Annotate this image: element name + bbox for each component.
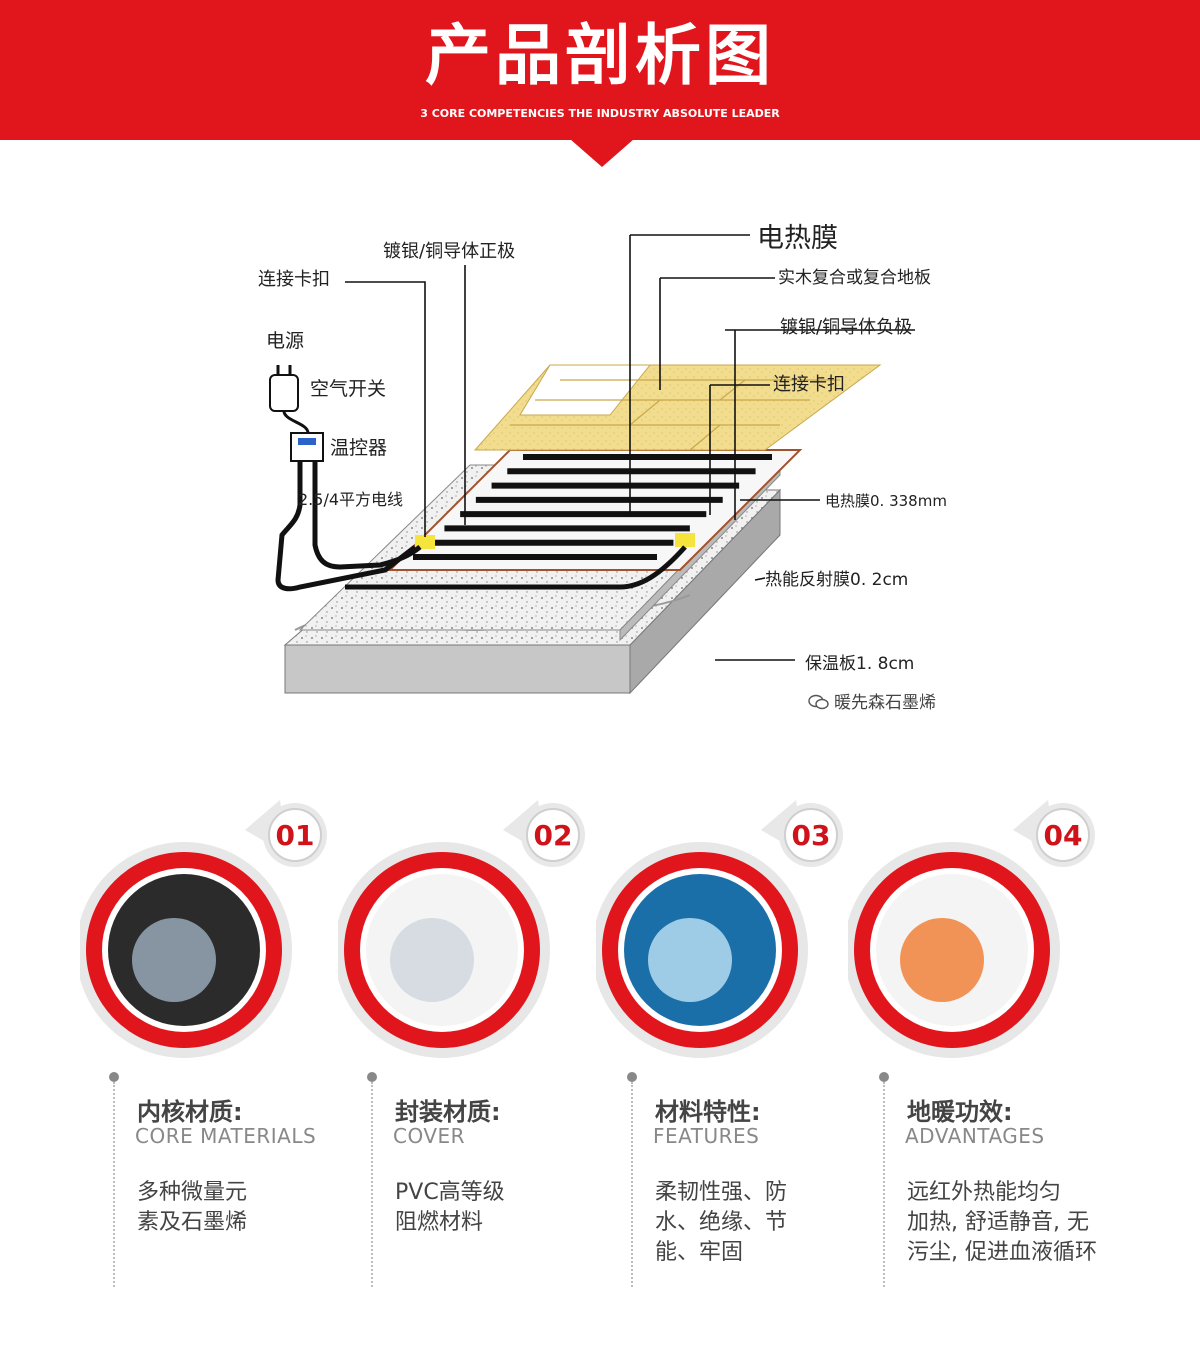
electric-heating-film xyxy=(387,449,803,571)
feature-description: 柔韧性强、防水、绝缘、节能、牢固 xyxy=(655,1178,885,1268)
feature-number: 01 xyxy=(276,819,315,852)
diagram-watermark: 暖先森石墨烯 xyxy=(808,688,936,713)
feature-title: 封装材质: xyxy=(395,1098,501,1126)
feature-card-04: 04 地暖功效:ADVANTAGES 远红外热能均匀加热, 舒适静音, 无污尘, 促… xyxy=(848,770,1137,1290)
feature-description-line: 能、牢固 xyxy=(655,1240,744,1265)
label-floor: 实木复合或复合地板 xyxy=(778,268,931,288)
label-thermostat: 温控器 xyxy=(330,437,387,459)
wood-floor xyxy=(473,364,882,451)
label-wire: 2.5/4平方电线 xyxy=(298,490,403,509)
bullet-dot xyxy=(627,1072,637,1082)
bullet-dot xyxy=(879,1072,889,1082)
feature-description-line: PVC高等级 xyxy=(395,1180,505,1205)
dotted-divider xyxy=(883,1082,885,1287)
label-film-thickness: 电热膜0. 338mm xyxy=(825,492,947,510)
feature-badge-02: 02 xyxy=(338,800,585,1058)
feature-card-03: 03 材料特性:FEATURES 柔韧性强、防水、绝缘、节能、牢固 xyxy=(596,770,885,1290)
dotted-divider xyxy=(371,1082,373,1287)
product-cross-section-diagram: 电源 空气开关 温控器 2.5/4平方电线 连接卡扣 镀银/铜导体正极 电热膜 … xyxy=(258,223,947,695)
feature-description-line: 柔韧性强、防 xyxy=(655,1180,788,1205)
page-title: 产品剖析图 xyxy=(425,17,775,94)
feature-english-title: COVER xyxy=(393,1124,466,1148)
feature-english-title: CORE MATERIALS xyxy=(135,1124,317,1148)
feature-english-title: FEATURES xyxy=(653,1124,760,1148)
bullet-dot xyxy=(109,1072,119,1082)
feature-description: 多种微量元素及石墨烯 xyxy=(137,1178,367,1238)
leader-lines xyxy=(345,234,915,661)
feature-description-line: 远红外热能均匀 xyxy=(907,1180,1062,1205)
label-power: 电源 xyxy=(266,330,304,352)
label-negative: 镀银/铜导体负极 xyxy=(780,317,912,338)
bullet-dot xyxy=(367,1072,377,1082)
label-film-title: 电热膜 xyxy=(757,223,838,254)
feature-english-title: ADVANTAGES xyxy=(905,1124,1045,1148)
feature-card-02: 02 封装材质:COVER PVC高等级阻燃材料 xyxy=(338,770,625,1290)
feature-description-line: 多种微量元 xyxy=(137,1180,248,1205)
label-reflect: 热能反射膜0. 2cm xyxy=(765,570,908,590)
power-wiring xyxy=(269,365,687,592)
thermostat-icon xyxy=(290,432,324,462)
label-clip-right: 连接卡扣 xyxy=(773,374,845,395)
feature-card-01: 01 内核材质:CORE MATERIALS 多种微量元素及石墨烯 xyxy=(80,770,367,1290)
watermark-text: 暖先森石墨烯 xyxy=(834,693,936,713)
feature-description-line: 水、绝缘、节 xyxy=(655,1210,788,1235)
label-breaker: 空气开关 xyxy=(310,378,386,400)
feature-description-line: 污尘, 促进血液循环 xyxy=(907,1240,1097,1265)
header-notch xyxy=(570,139,634,167)
label-clip-left: 连接卡扣 xyxy=(258,269,330,290)
power-plug-icon xyxy=(269,374,299,412)
feature-badge-01: 01 xyxy=(80,800,327,1058)
feature-description-line: 阻燃材料 xyxy=(395,1210,484,1235)
page-subtitle: 3 CORE COMPETENCIES THE INDUSTRY ABSOLUT… xyxy=(420,107,780,120)
feature-badge-03: 03 xyxy=(596,800,843,1058)
connection-clip-right xyxy=(675,533,695,547)
feature-number: 03 xyxy=(792,819,831,852)
dotted-divider xyxy=(113,1082,115,1287)
feature-description: 远红外热能均匀加热, 舒适静音, 无污尘, 促进血液循环 xyxy=(907,1178,1137,1268)
feature-description-line: 加热, 舒适静音, 无 xyxy=(907,1210,1089,1235)
label-positive: 镀银/铜导体正极 xyxy=(383,241,515,262)
feature-title: 地暖功效: xyxy=(907,1098,1013,1126)
connection-clip-left xyxy=(415,535,435,549)
header-banner xyxy=(0,0,1200,140)
feature-title: 材料特性: xyxy=(655,1098,761,1126)
label-insulation: 保温板1. 8cm xyxy=(805,654,914,674)
feature-number: 04 xyxy=(1044,819,1083,852)
feature-description: PVC高等级阻燃材料 xyxy=(395,1178,625,1238)
wechat-icon xyxy=(808,694,829,710)
feature-title: 内核材质: xyxy=(137,1098,243,1126)
dotted-divider xyxy=(631,1082,633,1287)
feature-badge-04: 04 xyxy=(848,800,1095,1058)
feature-description-line: 素及石墨烯 xyxy=(137,1210,248,1235)
feature-number: 02 xyxy=(534,819,573,852)
